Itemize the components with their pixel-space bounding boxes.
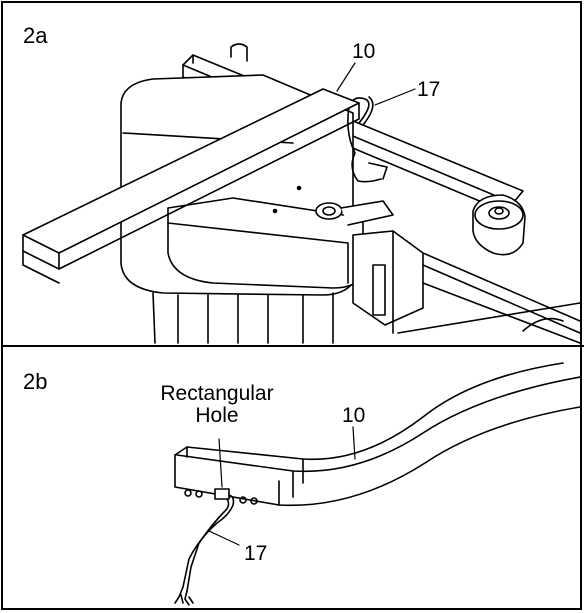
wheel: [472, 194, 526, 256]
crossbar-10: [22, 88, 360, 284]
callout-hole-line1: Rectangular: [160, 382, 274, 405]
panel-divider: [3, 345, 584, 347]
panel-2a-illustration: [22, 43, 580, 344]
figure-label-2a: 2a: [23, 23, 48, 48]
callout-part-10: 10: [342, 404, 366, 427]
callout-part-17: 17: [417, 78, 441, 101]
tube-10: [174, 362, 580, 507]
right-frame: [352, 230, 580, 344]
figure-label-2b: 2b: [23, 369, 48, 394]
callout-hole-line2: Hole: [195, 404, 239, 428]
leader-lines: [208, 426, 356, 546]
panel-2b-illustration: [174, 362, 580, 606]
tube-holes: [184, 489, 258, 505]
frame-knob: [230, 43, 248, 62]
panel-2b: 2b Rectangular Hole 10 17: [3, 347, 580, 610]
wire-17: [174, 494, 235, 606]
callout-part-17: 17: [244, 542, 268, 565]
wire-17: [347, 96, 388, 183]
panel-2a: 2a 10 17: [3, 3, 580, 345]
pivot-bolt: [315, 200, 394, 226]
callout-rectangular-hole: Rectangular Hole: [147, 382, 287, 428]
callout-part-10: 10: [352, 40, 376, 63]
rectangular-hole: [214, 488, 230, 500]
leader-lines: [336, 62, 416, 106]
